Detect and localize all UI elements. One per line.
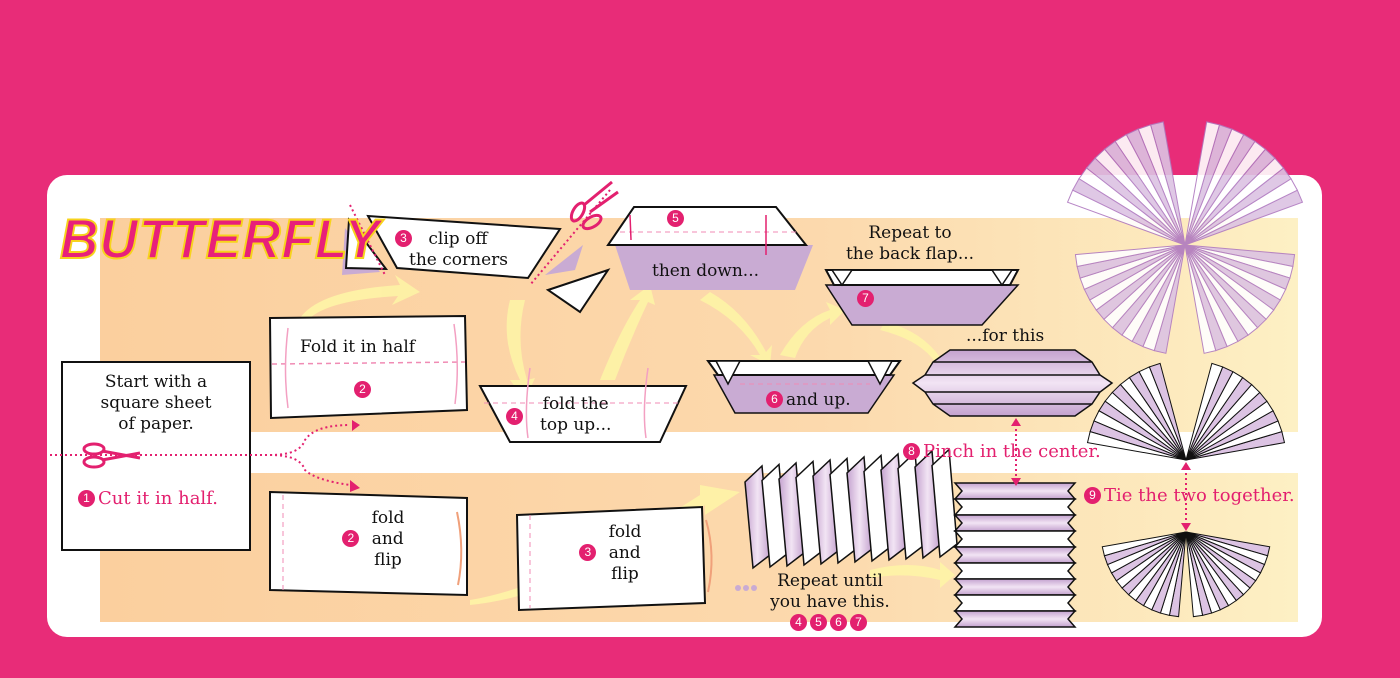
- clip-text: 3 clip off the corners: [395, 229, 508, 271]
- step-number: 5: [667, 210, 684, 227]
- fold-up-text: fold the top up...: [540, 394, 611, 436]
- then-down-label: then down...: [652, 261, 760, 281]
- scissors-icon: [82, 442, 141, 469]
- pleat: [953, 594, 1077, 612]
- step-number: 7: [850, 614, 867, 631]
- step-number: 3: [395, 230, 412, 247]
- step-number: 4: [506, 408, 523, 425]
- back-flap-line: Repeat to: [868, 223, 952, 243]
- fold-flip-line: flip: [611, 564, 639, 584]
- folded-strip: [911, 349, 1114, 417]
- clip-line: clip off: [428, 229, 488, 249]
- pleat: [1184, 244, 1217, 354]
- pleat: [953, 498, 1077, 516]
- fold-up-paper: [478, 385, 688, 443]
- pleat: [1101, 531, 1187, 557]
- clip-line: the corners: [409, 250, 508, 270]
- pleat: [953, 578, 1077, 596]
- finished-butterfly: [1066, 121, 1304, 354]
- step-number: 6: [766, 391, 783, 408]
- fold-up-line: fold the: [542, 394, 609, 414]
- pleat: [953, 562, 1077, 580]
- pleat: [1066, 189, 1186, 246]
- fold-flip-line: flip: [374, 550, 402, 570]
- cut-line: [50, 424, 351, 486]
- pleat: [1184, 121, 1221, 246]
- repeat-line: Repeat until: [777, 571, 883, 591]
- start-line: square sheet: [100, 393, 212, 413]
- tie-label: Tie the two together.: [1104, 485, 1295, 506]
- pleat: [953, 530, 1077, 548]
- pleated-column: [953, 482, 1077, 628]
- step-number: 8: [903, 443, 920, 460]
- and-up-paper: [706, 360, 902, 376]
- fold-flip-paper-b: [515, 505, 707, 612]
- pleat: [953, 546, 1077, 564]
- fold-half-paper: [268, 314, 469, 420]
- for-this-label: ...for this: [966, 326, 1045, 346]
- and-up-label: and up.: [786, 390, 851, 410]
- step-number: 2: [354, 381, 371, 398]
- fold-flip-line: fold: [371, 508, 405, 528]
- page-title: BUTTERFLY: [59, 206, 381, 271]
- clip-paper: [366, 214, 562, 280]
- pleat: [1185, 362, 1224, 461]
- fold-flip-a-text: fold 2 and flip: [323, 508, 423, 571]
- back-flap-paper: [824, 269, 1020, 286]
- pleat: [953, 482, 1077, 500]
- step-number: 2: [342, 530, 360, 547]
- back-flap-text: Repeat to the back flap...: [840, 223, 980, 265]
- pinch-label: Pinch in the center.: [923, 441, 1101, 462]
- fold-half-label: Fold it in half: [300, 337, 416, 357]
- pleat: [953, 514, 1077, 532]
- scissors-icon: [569, 180, 619, 231]
- accordion-paper: [744, 447, 958, 570]
- step-number: 1: [78, 490, 95, 507]
- step-number: 9: [1084, 487, 1101, 504]
- pleat: [953, 610, 1077, 628]
- fan-wings-open: [1086, 362, 1286, 461]
- then-down-paper: [606, 206, 809, 246]
- start-text: Start with a square sheet of paper.: [70, 372, 242, 435]
- fold-flip-line: fold: [608, 522, 642, 542]
- fold-flip-paper-a: [269, 490, 468, 597]
- step-number: 3: [579, 544, 597, 561]
- fan-wings-closed: [1101, 531, 1271, 618]
- step-number: 7: [857, 290, 874, 307]
- fold-flip-line: and: [371, 529, 404, 549]
- ellipsis-icon: [735, 585, 741, 591]
- step-number: 4: [790, 614, 807, 631]
- fold-up-line: top up...: [540, 415, 612, 435]
- start-line: of paper.: [118, 414, 194, 434]
- back-flap-line: the back flap...: [845, 244, 975, 264]
- start-line: Start with a: [104, 372, 208, 392]
- fold-flip-line: and: [608, 543, 641, 563]
- step-number: 5: [810, 614, 827, 631]
- cut-label: Cut it in half.: [98, 488, 218, 509]
- fold-flip-b-text: fold 3 and flip: [560, 522, 660, 585]
- step-number: 6: [830, 614, 847, 631]
- pleat: [1086, 430, 1187, 461]
- pleat: [1185, 531, 1204, 618]
- pleat: [1074, 244, 1186, 268]
- repeat-line: you have this.: [770, 592, 890, 612]
